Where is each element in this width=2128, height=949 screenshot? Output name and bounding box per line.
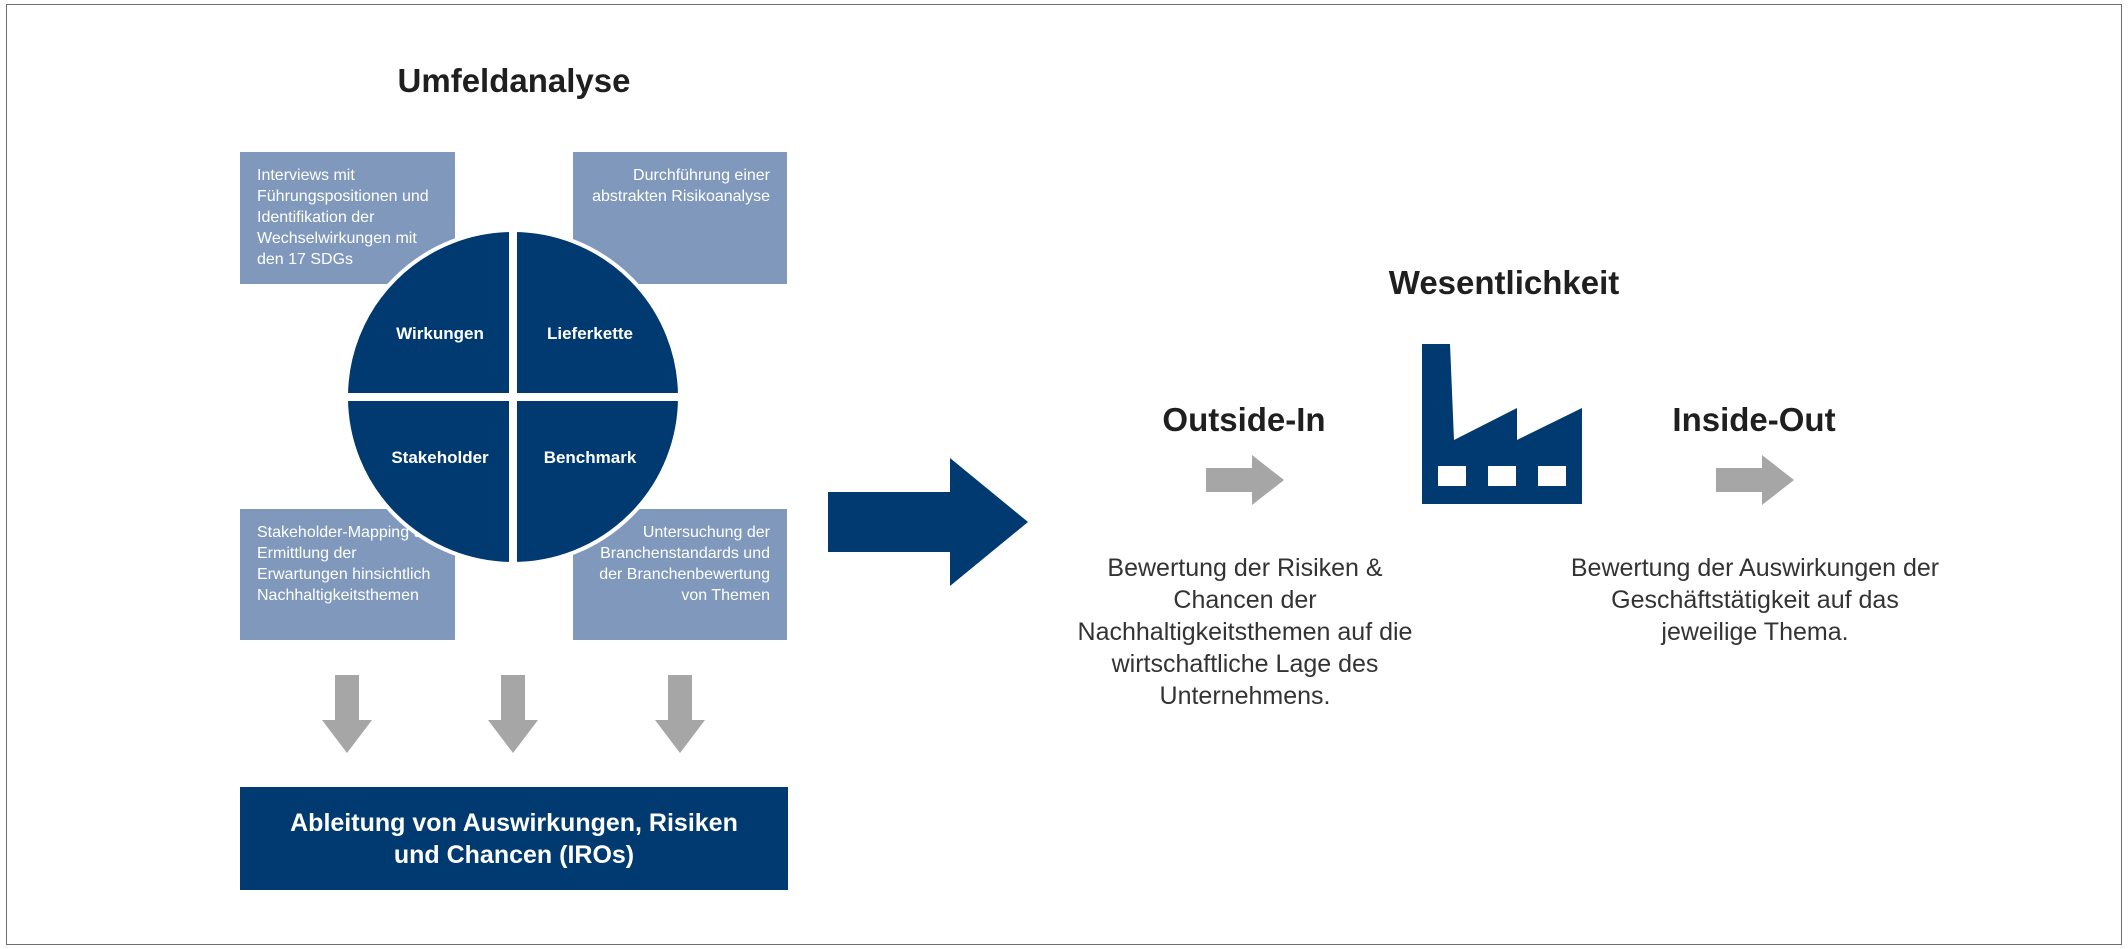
right-arrow-icon (828, 458, 1028, 586)
analysis-circle (340, 224, 686, 570)
quadrant-wirkungen: Wirkungen (396, 324, 484, 343)
down-arrow-icon (655, 675, 705, 753)
outside-in-arrow-icon (1206, 455, 1284, 505)
inside-out-title: Inside-Out (1672, 401, 1836, 438)
down-arrow-icon (488, 675, 538, 753)
down-arrow-icon (322, 675, 372, 753)
inside-out-description: Bewertung der Auswirkungen der Geschäfts… (1570, 554, 1940, 646)
result-box: Ableitung von Auswirkungen, Risiken und … (240, 787, 788, 890)
quadrant-stakeholder: Stakeholder (391, 448, 489, 467)
wesentlichkeit-title: Wesentlichkeit (1388, 264, 1620, 301)
factory-icon (1422, 344, 1582, 504)
quadrant-benchmark: Benchmark (543, 448, 637, 467)
inside-out-arrow-icon (1716, 455, 1794, 505)
outside-in-title: Outside-In (1162, 401, 1326, 438)
quadrant-lieferkette: Lieferkette (547, 324, 633, 343)
umfeldanalyse-title: Umfeldanalyse (397, 62, 631, 99)
outside-in-description: Bewertung der Risiken & Chancen der Nach… (1077, 554, 1413, 710)
result-text: Ableitung von Auswirkungen, Risiken und … (290, 808, 738, 869)
diagram-frame (6, 4, 2122, 945)
